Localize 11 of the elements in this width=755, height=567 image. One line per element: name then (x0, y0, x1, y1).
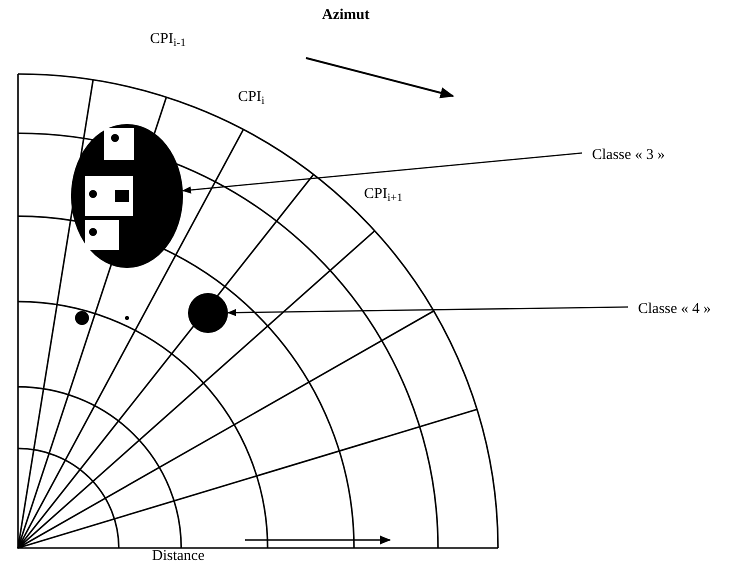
class-label: Classe « 4 » (638, 301, 711, 317)
class-blob (71, 124, 183, 268)
sector-label: CPI$_{i-1}$ (150, 30, 186, 50)
sector-label: CPI$_{i+1}$ (364, 185, 402, 206)
leader-arrow (227, 306, 628, 316)
class-label: Classe « 3 » (592, 147, 665, 163)
class-circle (188, 293, 228, 333)
axis-label: Azimut (322, 6, 370, 25)
leader-arrow (182, 152, 582, 194)
axis-label: Distance (152, 547, 204, 566)
sector-label: CPI$_{i}$ (238, 88, 264, 108)
